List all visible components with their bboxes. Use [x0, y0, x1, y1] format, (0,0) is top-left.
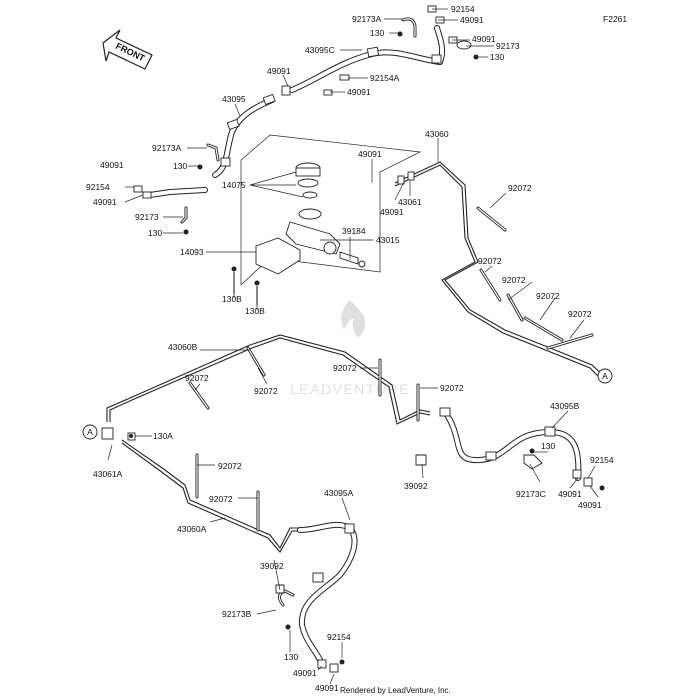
hose-43095B — [415, 407, 605, 491]
label-39092: 39092 — [260, 561, 284, 571]
label-43095a: 43095A — [324, 488, 354, 498]
label-92154a: 92154A — [370, 73, 400, 83]
label-92072: 92072 — [502, 275, 526, 285]
label-92072: 92072 — [536, 291, 560, 301]
label-92072: 92072 — [478, 256, 502, 266]
label-130: 130 — [173, 161, 187, 171]
label-39184: 39184 — [342, 226, 366, 236]
brake-tube-43060 — [394, 161, 609, 380]
label-92072: 92072 — [185, 373, 209, 383]
label-130b: 130B — [222, 294, 242, 304]
label-92154: 92154 — [86, 182, 110, 192]
label-92173b: 92173B — [222, 609, 252, 619]
label-130a: 130A — [153, 431, 173, 441]
label-43060b: 43060B — [168, 342, 198, 352]
flame-logo-icon — [341, 300, 366, 338]
left-fittings — [133, 143, 220, 235]
label-49091: 49091 — [93, 197, 117, 207]
front-arrow-icon: FRONT — [102, 29, 153, 70]
label-43060a: 43060A — [177, 524, 207, 534]
label-130: 130 — [490, 52, 504, 62]
label-130: 130 — [284, 652, 298, 662]
label-49091: 49091 — [100, 160, 124, 170]
connector-a-left: A — [82, 424, 98, 440]
label-43061: 43061 — [398, 197, 422, 207]
label-92154: 92154 — [590, 455, 614, 465]
label-49091: 49091 — [380, 207, 404, 217]
label-92154: 92154 — [327, 632, 351, 642]
leadventure-watermark: LEADVENTURE — [290, 300, 410, 397]
connector-a-label-right: A — [602, 371, 608, 381]
label-49091: 49091 — [460, 15, 484, 25]
leader-lines — [107, 8, 599, 685]
label-130: 130 — [541, 441, 555, 451]
label-43061a: 43061A — [93, 469, 123, 479]
connector-a-right: A — [597, 368, 613, 384]
label-14075: 14075 — [222, 180, 246, 190]
label-43060: 43060 — [425, 129, 449, 139]
label-43015: 43015 — [376, 235, 400, 245]
label-49091: 49091 — [558, 489, 582, 499]
label-43095b: 43095B — [550, 401, 580, 411]
label-49091: 49091 — [315, 683, 339, 693]
label-130: 130 — [148, 228, 162, 238]
label-92072: 92072 — [333, 363, 357, 373]
label-92072: 92072 — [568, 309, 592, 319]
label-92154: 92154 — [451, 4, 475, 14]
watermark-text: LEADVENTURE — [290, 381, 410, 397]
label-92173: 92173 — [496, 41, 520, 51]
label-92173a: 92173A — [352, 14, 382, 24]
label-92072: 92072 — [218, 461, 242, 471]
clips-92072-middle — [188, 346, 420, 532]
label-49091: 49091 — [358, 149, 382, 159]
label-43095c: 43095C — [305, 45, 335, 55]
master-cylinder — [231, 162, 366, 305]
label-49091: 49091 — [347, 87, 371, 97]
label-92173a: 92173A — [152, 143, 182, 153]
credit-text: Rendered by LeadVenture, Inc. — [340, 686, 451, 695]
clips-92072-right — [476, 206, 594, 350]
label-92072: 92072 — [209, 494, 233, 504]
label-49091: 49091 — [578, 500, 602, 510]
label-49091: 49091 — [472, 34, 496, 44]
part-labels: 92154 92173A 49091 130 49091 43095C 9217… — [86, 4, 614, 693]
label-92072: 92072 — [254, 386, 278, 396]
label-92072: 92072 — [440, 383, 464, 393]
label-14093: 14093 — [180, 247, 204, 257]
label-43095: 43095 — [222, 94, 246, 104]
label-49091: 49091 — [293, 668, 317, 678]
label-92072: 92072 — [508, 183, 532, 193]
label-49091: 49091 — [267, 66, 291, 76]
label-39092: 39092 — [404, 481, 428, 491]
hose-43095A — [275, 521, 358, 673]
connector-a-label-left: A — [87, 427, 93, 437]
label-92173c: 92173C — [516, 489, 546, 499]
figure-code: F2261 — [603, 14, 627, 24]
label-92173: 92173 — [135, 212, 159, 222]
label-130: 130 — [370, 28, 384, 38]
hose-43095-43095C — [147, 25, 446, 198]
brake-tube-43060B-43060A — [101, 334, 431, 553]
label-130b: 130B — [245, 306, 265, 316]
